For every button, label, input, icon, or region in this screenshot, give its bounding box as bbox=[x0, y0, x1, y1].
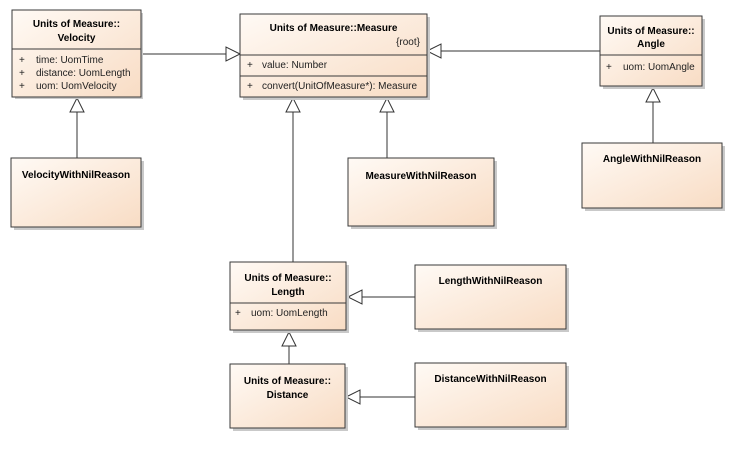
class-velocity-with-nil-reason-title: VelocityWithNilReason bbox=[22, 170, 130, 181]
arrowhead-length-to-measure bbox=[285, 96, 301, 113]
class-distance-with-nil-reason-title: DistanceWithNilReason bbox=[434, 374, 546, 385]
visibility-marker: + bbox=[19, 81, 25, 92]
class-velocity-title-line2: Velocity bbox=[58, 33, 96, 44]
class-length-title-line2: Length bbox=[271, 287, 304, 298]
arrowhead-lengthnil-to-length bbox=[346, 289, 363, 305]
visibility-marker: + bbox=[19, 55, 25, 66]
class-length-with-nil-reason[interactable]: LengthWithNilReason bbox=[414, 264, 569, 332]
class-measure-with-nil-reason-title: MeasureWithNilReason bbox=[365, 171, 476, 182]
class-angle-with-nil-reason-title: AngleWithNilReason bbox=[603, 154, 701, 165]
class-measure-with-nil-reason[interactable]: MeasureWithNilReason bbox=[347, 157, 497, 229]
class-length-attr: uom: UomLength bbox=[251, 308, 328, 319]
class-distance[interactable]: Units of Measure:: Distance bbox=[229, 363, 348, 431]
class-velocity-title-line1: Units of Measure:: bbox=[33, 19, 120, 30]
arrowhead-distancenil-to-distance bbox=[344, 389, 361, 405]
visibility-marker: + bbox=[247, 81, 253, 92]
generalization-edges bbox=[69, 43, 661, 405]
class-measure-title: Units of Measure::Measure bbox=[270, 23, 398, 34]
visibility-marker: + bbox=[247, 60, 253, 71]
arrowhead-velocity-to-measure bbox=[225, 46, 242, 62]
class-angle[interactable]: Units of Measure:: Angle + uom: UomAngle bbox=[599, 15, 705, 89]
class-velocity-attr: distance: UomLength bbox=[36, 68, 131, 79]
class-velocity[interactable]: Units of Measure:: Velocity + time: UomT… bbox=[11, 9, 143, 99]
class-velocity-attr: time: UomTime bbox=[36, 55, 104, 66]
class-angle-title-line1: Units of Measure:: bbox=[607, 26, 694, 37]
class-measure-operation: convert(UnitOfMeasure*): Measure bbox=[262, 81, 417, 92]
class-angle-attr: uom: UomAngle bbox=[623, 62, 695, 73]
class-length[interactable]: Units of Measure:: Length + uom: UomLeng… bbox=[229, 261, 349, 333]
class-measure-stereotype: {root} bbox=[396, 37, 421, 48]
class-measure-attr: value: Number bbox=[262, 60, 328, 71]
class-velocity-with-nil-reason[interactable]: VelocityWithNilReason bbox=[10, 157, 144, 230]
arrowhead-angle-to-measure bbox=[425, 43, 442, 59]
arrowhead-measurenil-to-measure bbox=[379, 96, 395, 113]
arrowhead-velocitynil-to-velocity bbox=[69, 96, 85, 113]
class-length-title-line1: Units of Measure:: bbox=[244, 273, 331, 284]
arrowhead-anglenil-to-angle bbox=[645, 86, 661, 103]
class-distance-with-nil-reason[interactable]: DistanceWithNilReason bbox=[414, 362, 569, 430]
class-distance-title-line1: Units of Measure:: bbox=[244, 376, 331, 387]
visibility-marker: + bbox=[235, 308, 241, 319]
class-length-with-nil-reason-title: LengthWithNilReason bbox=[439, 276, 543, 287]
class-angle-with-nil-reason[interactable]: AngleWithNilReason bbox=[581, 142, 725, 211]
visibility-marker: + bbox=[19, 68, 25, 79]
class-measure[interactable]: Units of Measure::Measure {root} + value… bbox=[239, 13, 430, 100]
class-distance-title-line2: Distance bbox=[267, 390, 309, 401]
visibility-marker: + bbox=[606, 62, 612, 73]
class-velocity-attr: uom: UomVelocity bbox=[36, 81, 117, 92]
class-angle-title-line2: Angle bbox=[637, 39, 665, 50]
arrowhead-distance-to-length bbox=[281, 330, 297, 347]
